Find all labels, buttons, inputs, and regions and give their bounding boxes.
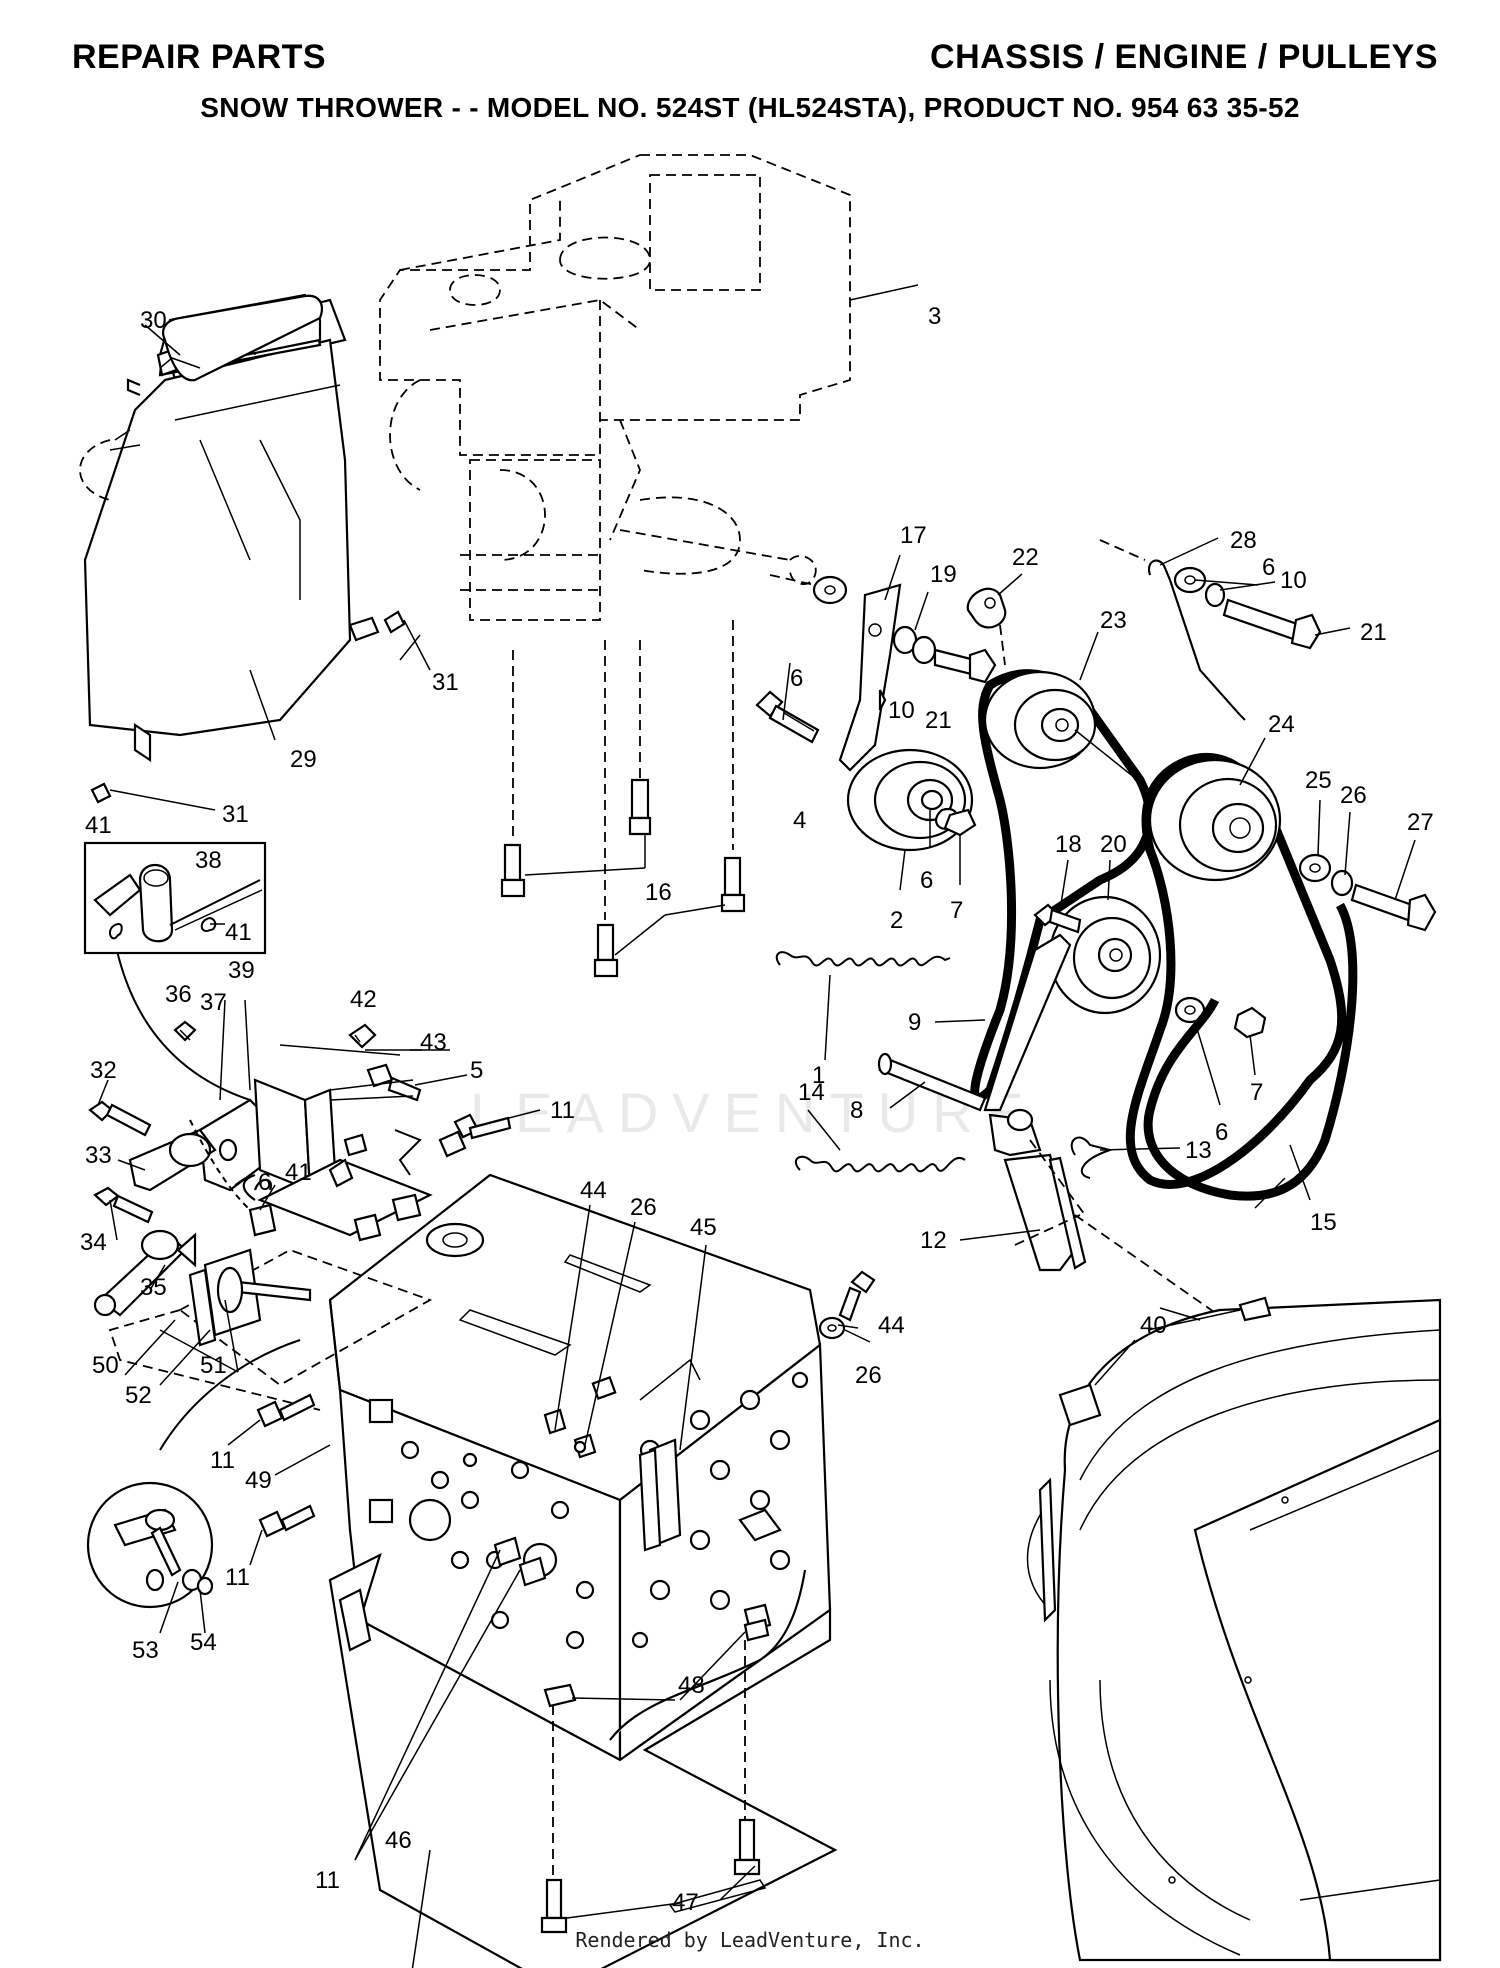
callout: 26: [630, 1194, 657, 1221]
callout: 23: [1100, 607, 1127, 634]
callout: 9: [908, 1009, 921, 1036]
callout: 40: [1140, 1312, 1167, 1339]
callout: 49: [245, 1467, 272, 1494]
callout: 15: [1310, 1209, 1337, 1236]
callout: 26: [855, 1362, 882, 1389]
callout: 18: [1055, 831, 1082, 858]
linkage-assembly: [88, 1020, 512, 1411]
callout: 27: [1407, 809, 1434, 836]
callout: 41: [285, 1159, 312, 1186]
callout: 14: [798, 1079, 825, 1106]
part-30-top: [162, 294, 323, 382]
callout: 29: [290, 746, 317, 773]
callout: 12: [920, 1227, 947, 1254]
callout: 43: [420, 1029, 447, 1056]
belt-15: [1143, 902, 1358, 1201]
callout: 38: [195, 847, 222, 874]
model-subtitle: SNOW THROWER - - MODEL NO. 524ST (HL524S…: [200, 92, 1300, 123]
callout: 6: [1215, 1119, 1228, 1146]
callout: 11: [210, 1447, 235, 1474]
callout: 8: [850, 1097, 863, 1124]
callout: 44: [580, 1177, 607, 1204]
callout: 20: [1100, 831, 1127, 858]
callout: 21: [1360, 619, 1387, 646]
engine-outline: [379, 154, 851, 621]
chassis-housing: [328, 1173, 838, 1968]
callout: 31: [432, 669, 459, 696]
footer-credit: Rendered by LeadVenture, Inc.: [575, 1928, 925, 1952]
callout: 26: [1340, 782, 1367, 809]
callout: 46: [385, 1827, 412, 1854]
callout: 48: [678, 1672, 705, 1699]
callout: 39: [228, 957, 255, 984]
callout: 28: [1230, 527, 1257, 554]
callout: 21: [925, 707, 952, 734]
callout: 34: [80, 1229, 107, 1256]
auger-housing: [1014, 1139, 1442, 1962]
callout: 35: [140, 1274, 167, 1301]
callout: 24: [1268, 711, 1295, 738]
callout: 10: [1280, 567, 1307, 594]
callout: 22: [1012, 544, 1039, 571]
callout: 51: [200, 1352, 227, 1379]
callout: 11: [225, 1564, 250, 1591]
callout: 1: [812, 1062, 825, 1089]
callout: 52: [125, 1382, 152, 1409]
callout: 37: [200, 989, 227, 1016]
callout: 36: [165, 981, 192, 1008]
callout: 41: [85, 812, 112, 839]
callout: 41: [225, 919, 252, 946]
title-section: CHASSIS / ENGINE / PULLEYS: [930, 38, 1438, 76]
callout: 44: [878, 1312, 905, 1339]
inset-detail-38: [83, 841, 267, 955]
callout: 16: [645, 879, 672, 906]
callout: 3: [928, 303, 941, 330]
callout: 6: [1262, 554, 1275, 581]
callout: 6: [790, 665, 803, 692]
callout: 6: [258, 1169, 271, 1196]
callout: 10: [888, 697, 915, 724]
callout: 4: [793, 807, 806, 834]
callout: 50: [92, 1352, 119, 1379]
callout: 2: [890, 907, 903, 934]
callout: 7: [1250, 1079, 1263, 1106]
callout: 54: [190, 1629, 217, 1656]
callout: 25: [1305, 767, 1332, 794]
callout: 13: [1185, 1137, 1212, 1164]
bolts-16: [500, 620, 746, 978]
callout: 11: [315, 1867, 340, 1894]
callout: 30: [140, 307, 167, 334]
callout: 32: [90, 1057, 117, 1084]
callout: 42: [350, 986, 377, 1013]
callout: 31: [222, 801, 249, 828]
callout: 6: [920, 867, 933, 894]
inset-detail-53: [86, 1481, 214, 1609]
callout: 33: [85, 1142, 112, 1169]
callout: 19: [930, 561, 957, 588]
springs: [775, 951, 966, 1173]
callout: 11: [550, 1097, 575, 1124]
callout: 7: [950, 897, 963, 924]
callout-numbers: 30 3 31 29 31 17 19 22 28 6 10 21 6 10 2…: [80, 303, 1434, 1916]
leader-lines: [97, 324, 1416, 1968]
callout: 45: [690, 1214, 717, 1241]
callout: 53: [132, 1637, 159, 1664]
belts-pulleys: [970, 669, 1347, 1189]
callout: 5: [470, 1057, 483, 1084]
idler-arm-17: [838, 583, 974, 852]
title-repair-parts: REPAIR PARTS: [72, 38, 327, 76]
callout: 47: [672, 1889, 699, 1916]
callout: 17: [900, 522, 927, 549]
